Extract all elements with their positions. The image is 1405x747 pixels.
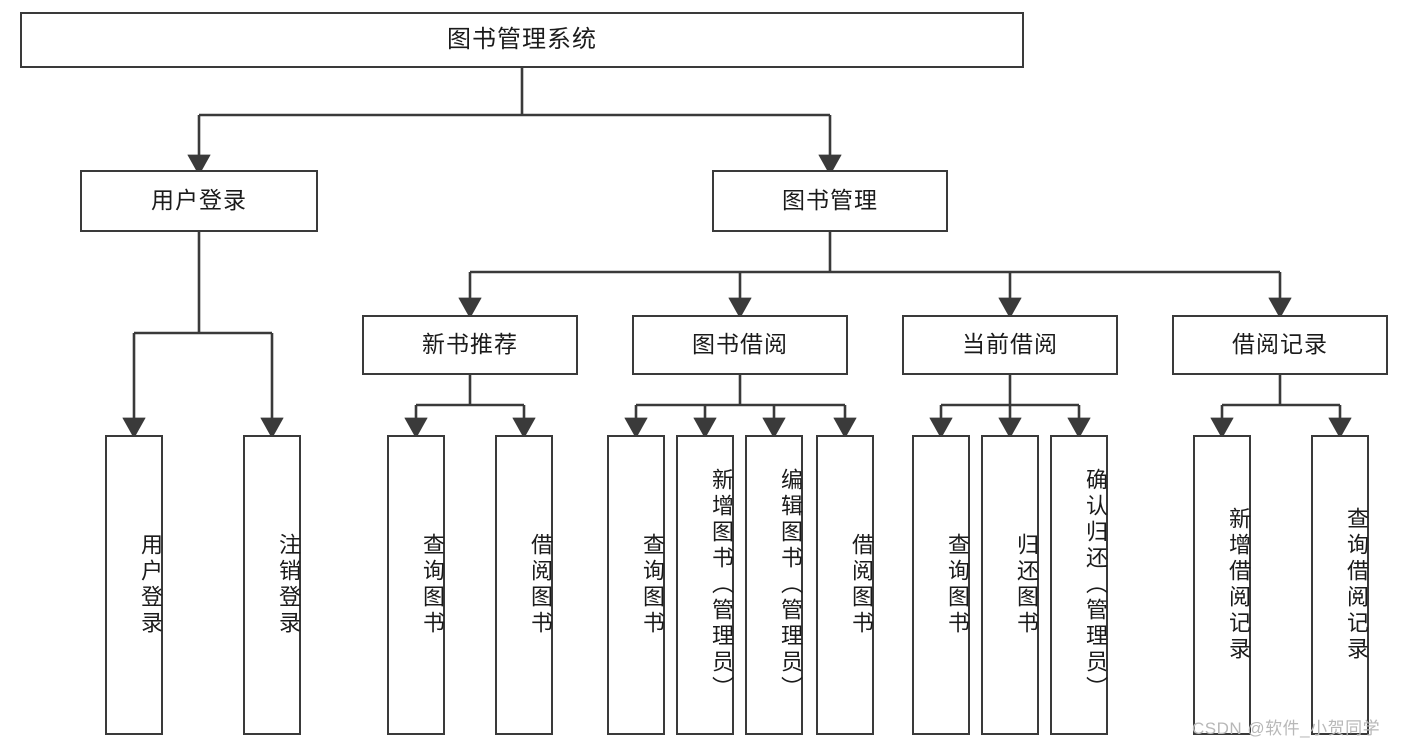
node-book-borrowing[interactable]: 图书借阅: [632, 315, 848, 375]
node-label: 编辑图书（管理员）: [778, 468, 803, 702]
node-label: 图书管理: [782, 187, 878, 214]
node-current-borrowing[interactable]: 当前借阅: [902, 315, 1118, 375]
leaf-node-query-books-current[interactable]: 查询图书: [912, 435, 970, 735]
node-label: 用户登录: [151, 187, 247, 214]
node-root-book-management-system[interactable]: 图书管理系统: [20, 12, 1024, 68]
node-label: 用户登录: [138, 533, 163, 637]
node-label: 查询借阅记录: [1344, 507, 1369, 663]
leaf-node-query-borrow-record[interactable]: 查询借阅记录: [1311, 435, 1369, 735]
leaf-node-add-book-admin[interactable]: 新增图书（管理员）: [676, 435, 734, 735]
node-label: 新增借阅记录: [1226, 507, 1251, 663]
node-label: 借阅图书: [849, 533, 874, 637]
node-book-management[interactable]: 图书管理: [712, 170, 948, 232]
leaf-node-user-login[interactable]: 用户登录: [105, 435, 163, 735]
node-label: 新增图书（管理员）: [709, 468, 734, 702]
leaf-node-borrow-books-new[interactable]: 借阅图书: [495, 435, 553, 735]
node-label: 新书推荐: [422, 331, 518, 358]
leaf-node-query-books-borrow[interactable]: 查询图书: [607, 435, 665, 735]
node-label: 借阅记录: [1232, 331, 1328, 358]
node-label: 注销登录: [276, 533, 301, 637]
node-label: 归还图书: [1014, 533, 1039, 637]
node-borrowing-records[interactable]: 借阅记录: [1172, 315, 1388, 375]
node-label: 图书管理系统: [447, 25, 597, 53]
node-label: 查询图书: [945, 533, 970, 637]
leaf-node-borrow-books[interactable]: 借阅图书: [816, 435, 874, 735]
leaf-node-confirm-return-admin[interactable]: 确认归还（管理员）: [1050, 435, 1108, 735]
node-user-login[interactable]: 用户登录: [80, 170, 318, 232]
node-label: 借阅图书: [528, 533, 553, 637]
leaf-node-return-books[interactable]: 归还图书: [981, 435, 1039, 735]
node-label: 查询图书: [640, 533, 665, 637]
leaf-node-edit-book-admin[interactable]: 编辑图书（管理员）: [745, 435, 803, 735]
node-label: 当前借阅: [962, 331, 1058, 358]
node-label: 查询图书: [420, 533, 445, 637]
leaf-node-add-borrow-record[interactable]: 新增借阅记录: [1193, 435, 1251, 735]
node-label: 图书借阅: [692, 331, 788, 358]
node-new-book-recommendation[interactable]: 新书推荐: [362, 315, 578, 375]
leaf-node-query-books-new[interactable]: 查询图书: [387, 435, 445, 735]
leaf-node-logout[interactable]: 注销登录: [243, 435, 301, 735]
csdn-watermark: CSDN @软件_小贺同学: [1192, 719, 1381, 738]
node-label: 确认归还（管理员）: [1083, 468, 1108, 702]
